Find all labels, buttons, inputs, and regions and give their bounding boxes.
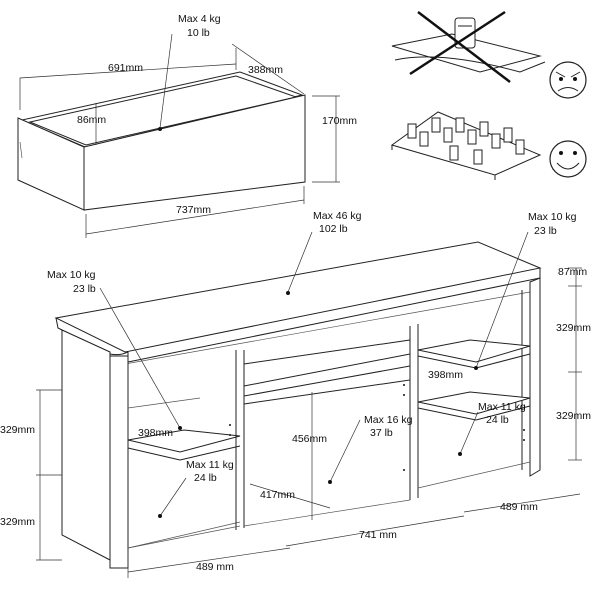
drawer-width-inner: 691mm: [108, 62, 143, 74]
right-upper-height: 329mm: [556, 322, 591, 334]
left-upper-max-kg: Max 10 kg: [47, 269, 96, 281]
center-max-lb: 37 lb: [370, 427, 393, 439]
right-lower-max-kg: Max 11 kg: [478, 401, 526, 413]
left-upper-max-lb: 23 lb: [73, 283, 96, 295]
cabinet-illustration: [54, 241, 542, 569]
drawer-max-lb: 10 lb: [187, 27, 210, 39]
drawer-height: 170mm: [322, 115, 357, 127]
top-max-kg: Max 46 kg: [313, 210, 362, 222]
cabinet-dimension-lines: [36, 267, 582, 578]
left-upper-height: 329mm: [0, 424, 35, 436]
left-lower-max-lb: 24 lb: [194, 472, 217, 484]
drawer-inner-height: 86mm: [77, 114, 106, 126]
center-width-dim: 741 mm: [359, 529, 397, 541]
happy-face-icon: [549, 140, 587, 178]
right-upper-max-lb: 23 lb: [534, 225, 557, 237]
right-upper-max-kg: Max 10 kg: [528, 211, 577, 223]
angry-face-icon: [549, 61, 587, 99]
drawer-max-kg: Max 4 kg: [178, 13, 221, 25]
left-upper-depth: 398mm: [138, 427, 173, 439]
left-lower-height: 329mm: [0, 516, 35, 528]
cross-mark-icon: [417, 11, 511, 83]
top-max-lb: 102 lb: [319, 223, 348, 235]
right-depth-dim: 489 mm: [500, 501, 538, 513]
center-height: 456mm: [292, 433, 327, 445]
right-upper-depth: 398mm: [428, 369, 463, 381]
right-lower-height: 329mm: [556, 410, 591, 422]
load-guide-right: [390, 111, 542, 180]
cabinet-callout-leaders: [99, 231, 529, 518]
center-depth: 417mm: [260, 489, 295, 501]
right-lower-max-lb: 24 lb: [486, 414, 509, 426]
left-lower-max-kg: Max 11 kg: [186, 459, 234, 471]
center-max-kg: Max 16 kg: [364, 414, 413, 426]
drawer-illustration: [17, 33, 340, 238]
drawer-width-outer: 737mm: [176, 204, 211, 216]
right-top-height: 87mm: [558, 266, 587, 278]
left-depth-dim: 489 mm: [196, 561, 234, 573]
drawer-depth: 388mm: [248, 64, 283, 76]
load-guide-wrong: [391, 10, 546, 83]
